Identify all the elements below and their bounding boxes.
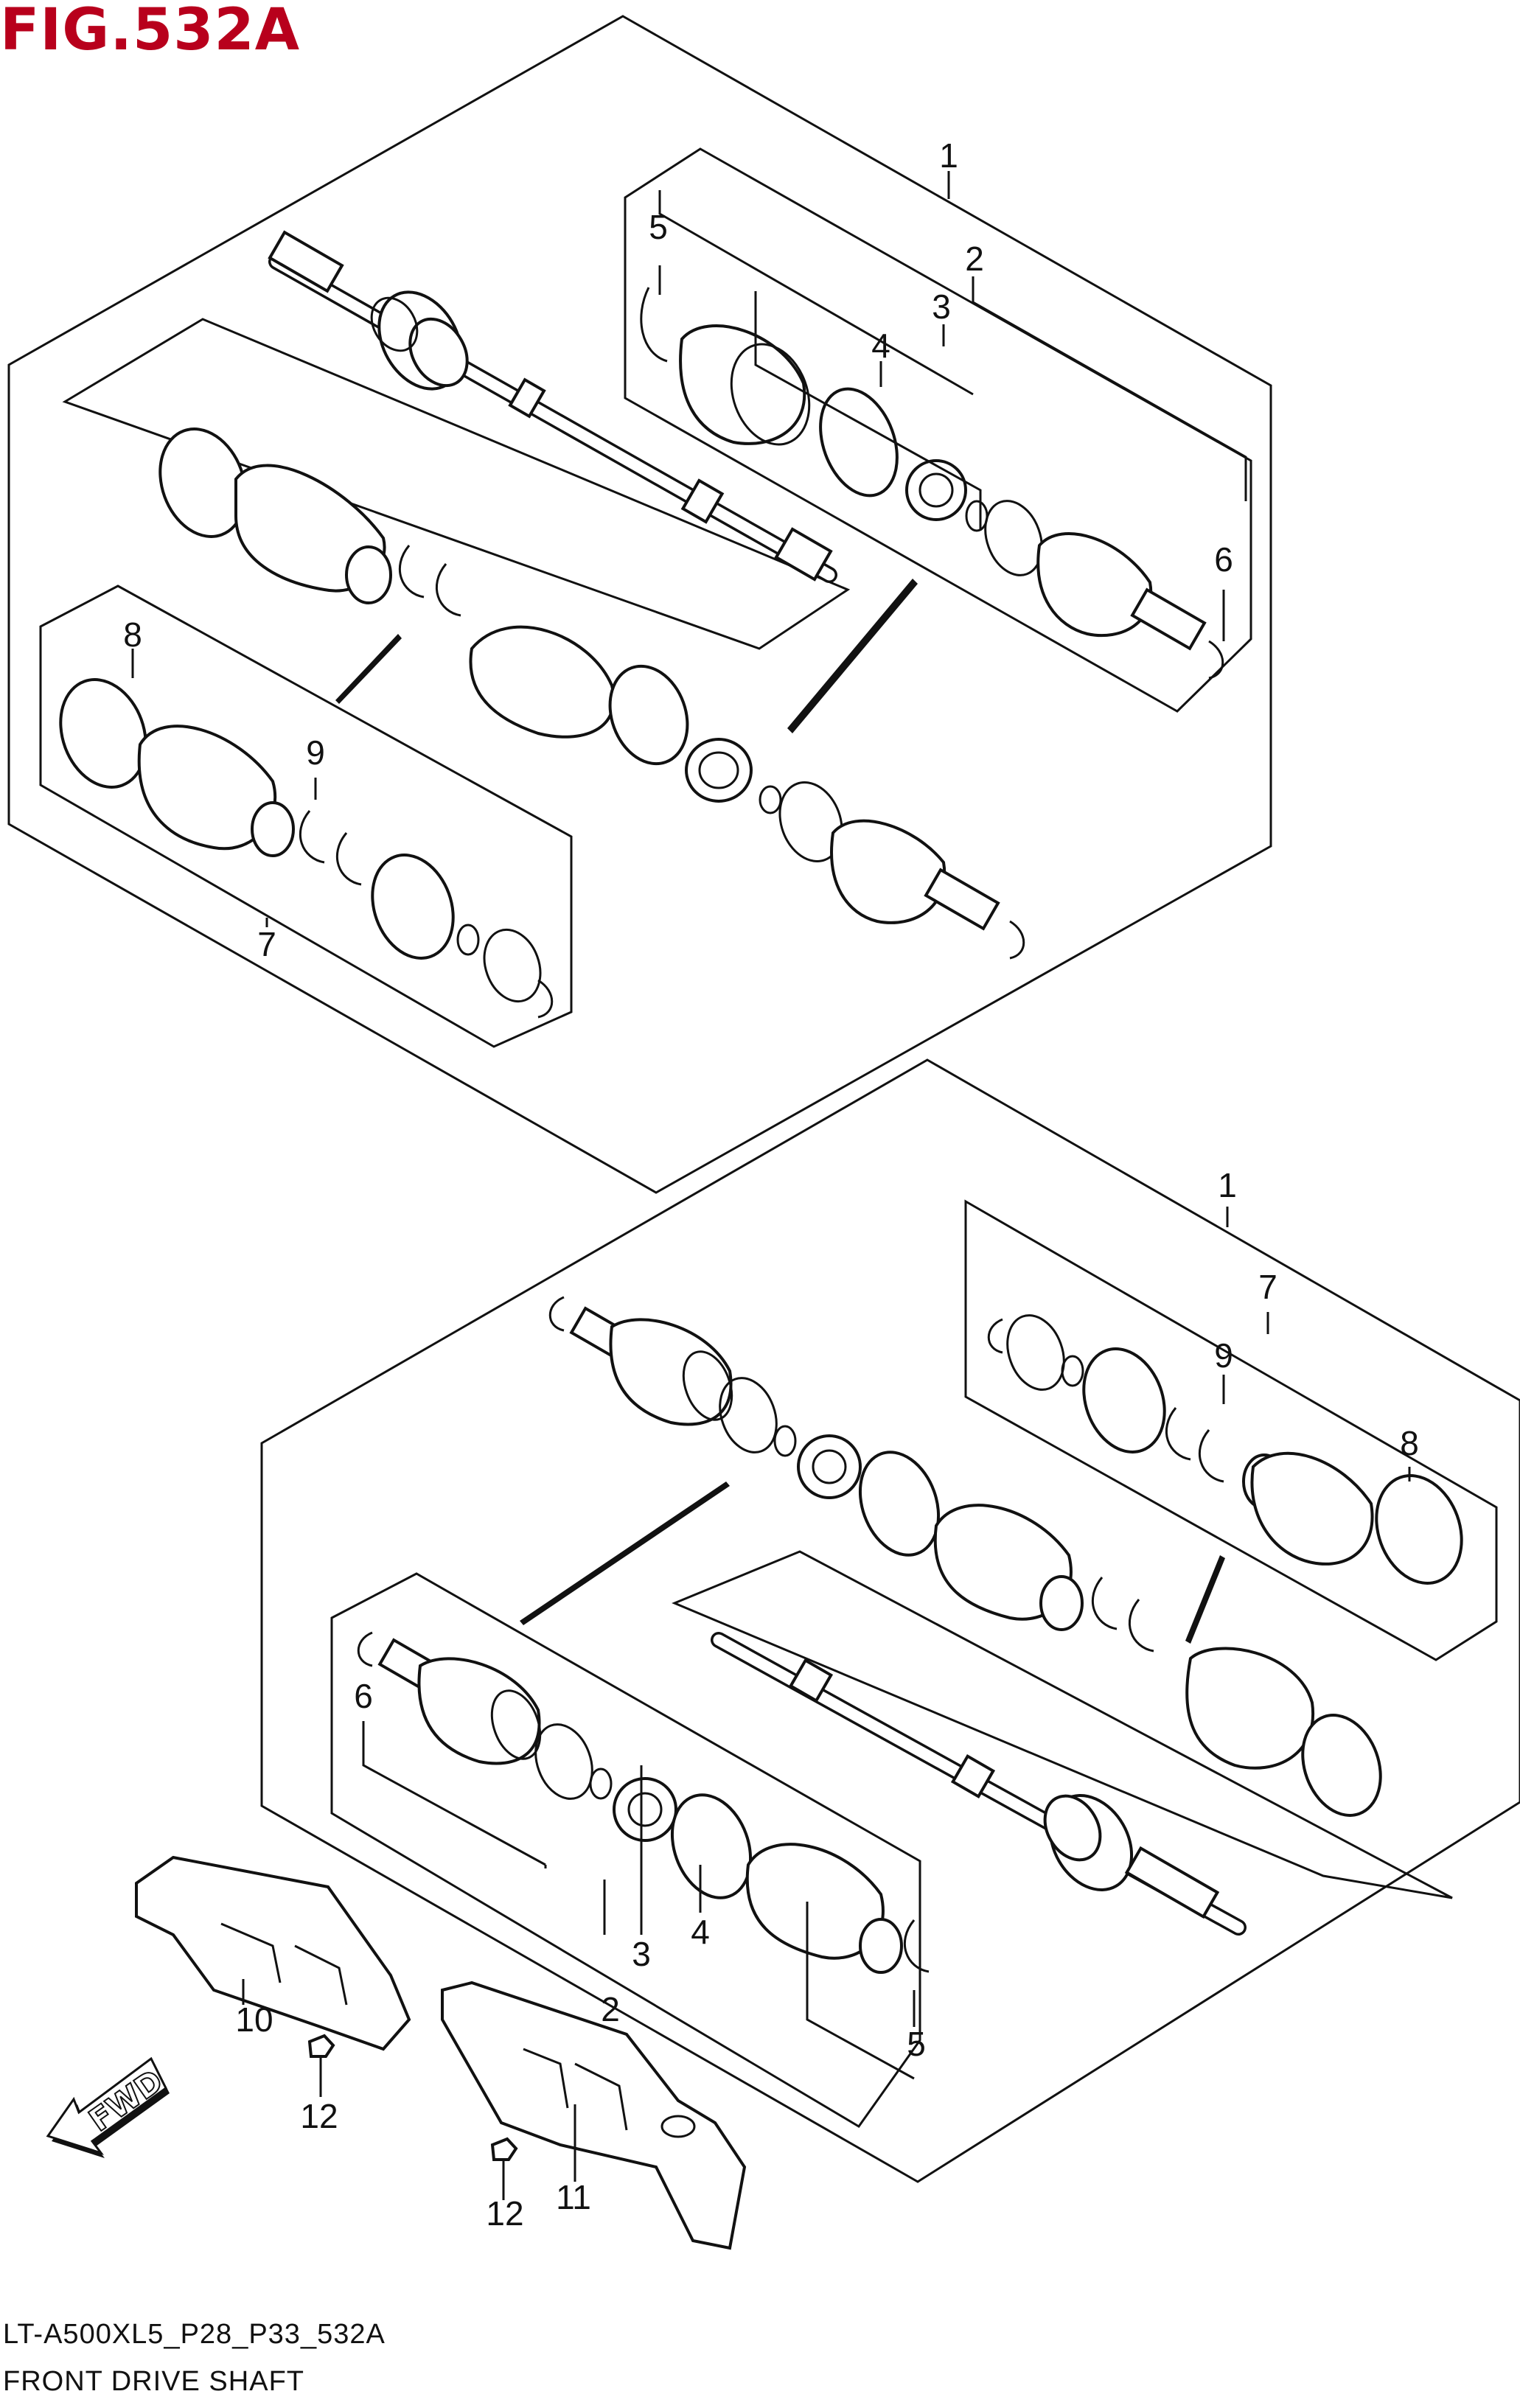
callout-bottom-5: 5 [907,2025,926,2063]
top-wedge-left [335,634,402,704]
callout-bottom-1: 1 [1218,1166,1237,1204]
bottom-inner-joint-parts [548,1296,1154,1653]
top-inner-joint-parts [685,738,1025,960]
callout-top-6: 6 [1214,540,1233,579]
top-subbox-7 [39,584,573,1048]
top-assembly: 1 2 3 4 5 6 7 8 9 [7,15,1272,1194]
skid-plate-11 [441,1981,747,2250]
bottom-subbox-2-parts [357,1631,930,1974]
top-wedge-right [787,579,918,733]
skid-plate-10 [135,1855,411,2051]
bottom-subbox-7 [964,1199,1498,1661]
callout-bottom-3: 3 [632,1935,651,1973]
callout-bottom-12-right: 12 [486,2194,523,2233]
callout-bottom-7: 7 [1258,1268,1277,1306]
callout-top-4: 4 [871,327,890,365]
bottom-drive-shaft [711,1632,1382,1936]
callout-bottom-4: 4 [691,1913,710,1951]
top-subbox-boot-kit [62,318,851,650]
figure-caption: FRONT DRIVE SHAFT [3,2366,304,2397]
bottom-subbox-7-parts [987,1314,1463,1585]
top-boot-kit-parts [158,427,689,766]
callout-bottom-9: 9 [1214,1336,1233,1375]
top-subbox-7-parts [59,678,554,1019]
callout-bottom-8: 8 [1400,1424,1419,1462]
callout-top-8: 8 [123,615,142,654]
callout-bottom-6: 6 [354,1677,373,1715]
bottom-subbox-2 [330,1572,921,2128]
top-outer-joint-parts [640,287,1224,680]
top-subbox-outer-joint [624,147,1252,713]
bottom-assembly-frame [260,1058,1520,2183]
top-assembly-frame [7,15,1272,1194]
bottom-wedge-right [1185,1555,1225,1644]
model-code-label: LT-A500XL5_P28_P33_532A [3,2319,386,2350]
bolt-12-left [307,2034,335,2067]
figure-title: FIG.532A [0,0,301,63]
callout-top-3: 3 [932,287,951,326]
top-drive-shaft [268,230,837,583]
callout-bottom-10: 10 [235,2000,273,2039]
callout-bottom-12-left: 12 [300,2097,338,2135]
top-leader-lines [131,171,1247,927]
callout-top-7: 7 [257,925,276,963]
callout-bottom-11: 11 [556,2178,591,2216]
fwd-label: FWD [83,2062,170,2138]
bolt-12-right [490,2137,518,2171]
fwd-direction-arrow: FWD [46,2056,170,2158]
callout-top-5: 5 [649,208,668,246]
callout-bottom-2: 2 [601,1990,620,2028]
callout-top-2: 2 [965,240,984,278]
callout-top-1: 1 [939,136,958,175]
bottom-assembly: FWD 1 7 8 9 6 2 3 4 5 10 [46,1058,1520,2250]
callout-top-9: 9 [306,733,325,772]
bottom-subbox-shaft [672,1550,1453,1899]
bottom-wedge-left [520,1482,730,1625]
bottom-leader-lines [242,1207,1411,2200]
